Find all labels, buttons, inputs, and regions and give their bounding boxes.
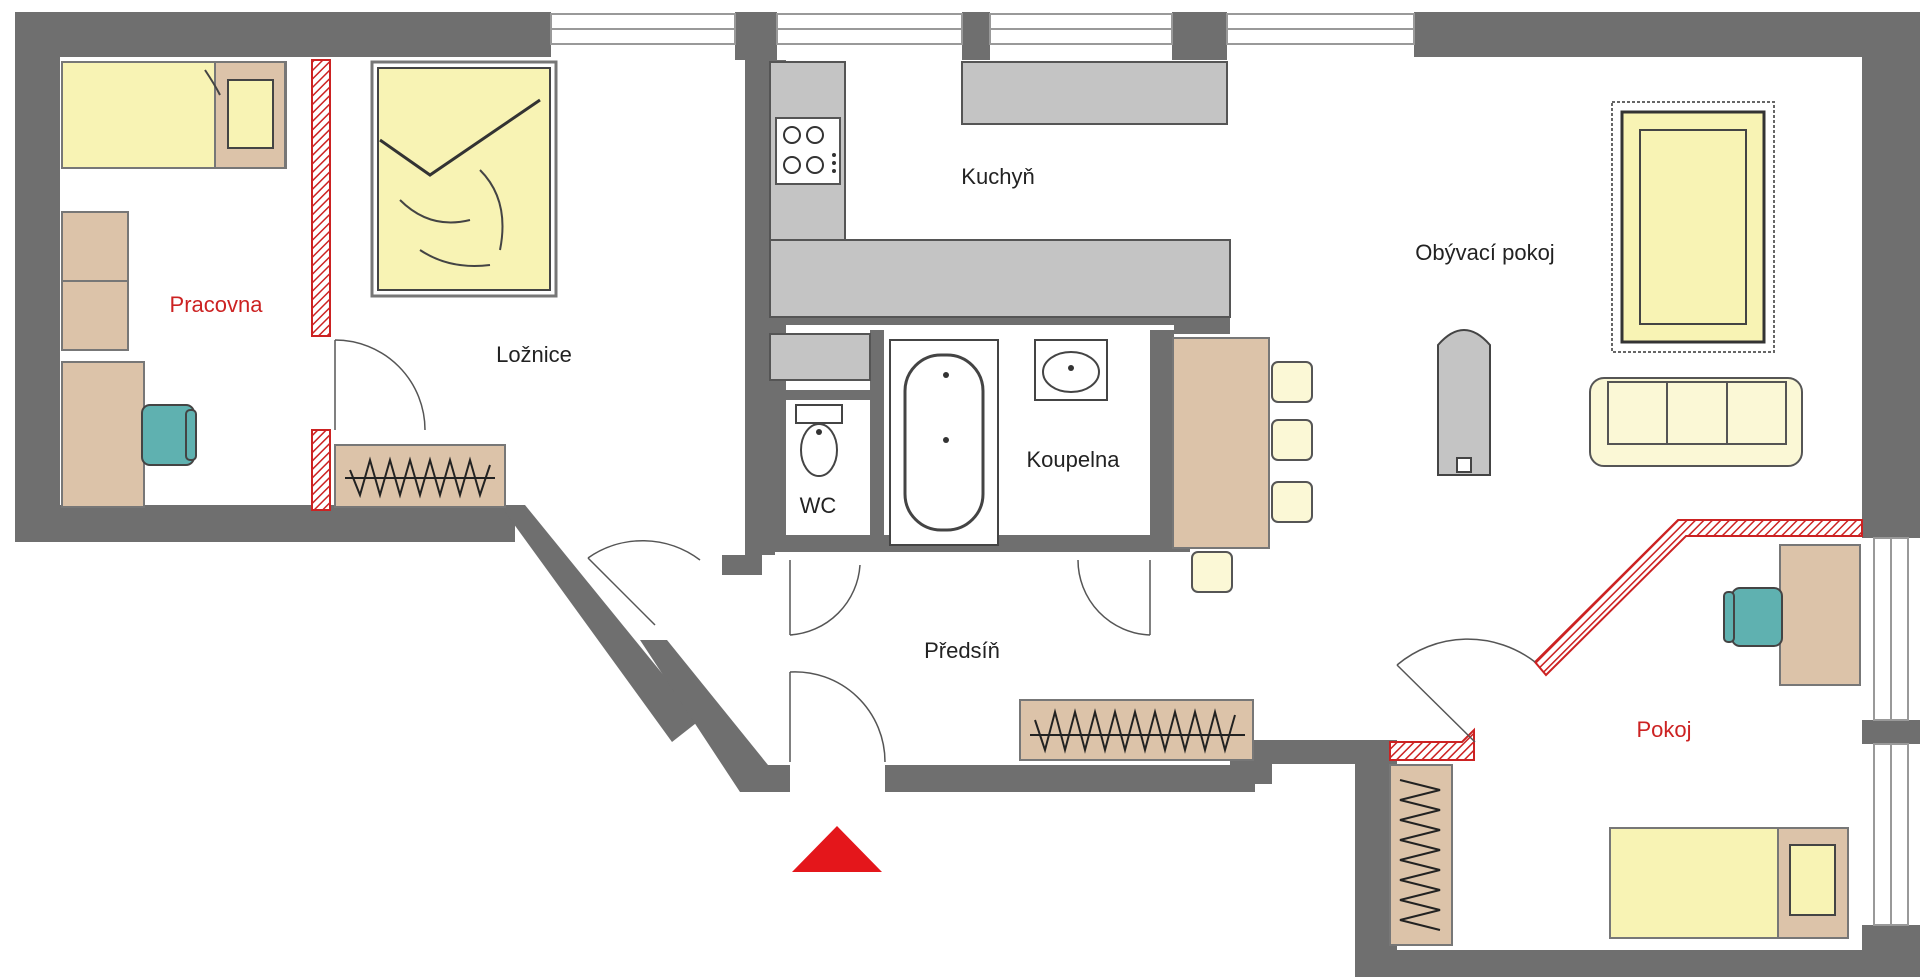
bed-icon bbox=[61, 61, 287, 169]
kitchen-counters bbox=[769, 61, 1231, 381]
bed-icon bbox=[370, 60, 558, 298]
room-label-obyvaci-pokoj: Obývací pokoj bbox=[1415, 240, 1554, 265]
sofa-icon bbox=[1589, 377, 1803, 467]
room-label-pracovna: Pracovna bbox=[170, 292, 264, 317]
bed-icon bbox=[1609, 827, 1849, 939]
doors bbox=[334, 339, 1536, 763]
door-icon bbox=[789, 560, 861, 636]
room-label-predsin: Předsíň bbox=[924, 638, 1000, 663]
desk-icon bbox=[1779, 544, 1861, 686]
rug-icon bbox=[1611, 101, 1775, 353]
heater-icon bbox=[1437, 329, 1491, 476]
door-icon bbox=[789, 671, 886, 763]
wardrobe-icon bbox=[334, 444, 506, 508]
door-icon bbox=[1396, 638, 1536, 743]
wardrobe-icon bbox=[1019, 699, 1254, 761]
room-label-loznice: Ložnice bbox=[496, 342, 572, 367]
chair-icon bbox=[1191, 361, 1313, 593]
door-icon bbox=[1077, 559, 1151, 636]
walls bbox=[15, 12, 1920, 977]
room-label-pokoj: Pokoj bbox=[1636, 717, 1691, 742]
entrance-arrow-icon bbox=[792, 826, 882, 872]
windows bbox=[550, 13, 1909, 926]
wardrobe-icon bbox=[1389, 764, 1453, 946]
chair-icon bbox=[1723, 587, 1783, 647]
room-label-kuchyn: Kuchyň bbox=[961, 164, 1034, 189]
chair-icon bbox=[141, 404, 197, 466]
door-icon bbox=[587, 539, 701, 626]
toilet-icon bbox=[795, 404, 843, 477]
room-label-koupelna: Koupelna bbox=[1027, 447, 1121, 472]
door-icon bbox=[334, 339, 426, 431]
bathtub-icon bbox=[889, 339, 999, 546]
sink-icon bbox=[1034, 339, 1108, 401]
dining-table-icon bbox=[1172, 337, 1270, 549]
desk-icon bbox=[61, 211, 145, 508]
room-label-wc: WC bbox=[800, 493, 837, 518]
stove-icon bbox=[775, 117, 841, 185]
